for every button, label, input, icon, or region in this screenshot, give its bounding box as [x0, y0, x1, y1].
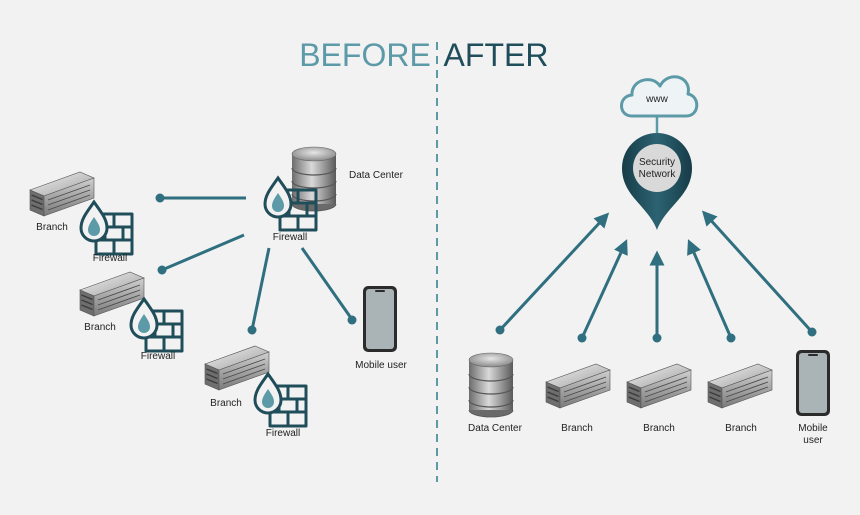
branch-3-server-icon: [204, 345, 270, 391]
branch-1-server-icon: [29, 171, 95, 217]
branch-2-firewall-label: Firewall: [141, 351, 175, 362]
after-mobile-label-line1: Mobile: [798, 423, 828, 434]
after-branch-3-server-icon: [707, 363, 773, 409]
data-center-label: Data Center: [349, 170, 404, 181]
branch-1-firewall-icon: [79, 200, 134, 256]
branch-2-server-icon: [79, 271, 145, 317]
after-mobile-label-line2: user: [803, 435, 823, 446]
after-data-center-label: Data Center: [468, 423, 523, 434]
branch-3-firewall-label: Firewall: [266, 428, 300, 439]
before-connectors: [155, 193, 357, 335]
before-mobile-phone-icon: [363, 286, 397, 352]
branch-2-label: Branch: [84, 322, 116, 333]
branch-2-firewall-icon: [129, 297, 184, 353]
connector-dot: [807, 327, 817, 337]
branch-1-firewall-label: Firewall: [93, 253, 127, 264]
after-mobile-phone-icon: [796, 350, 830, 416]
after-title: AFTER: [444, 37, 549, 73]
pin-label-line2: Network: [639, 169, 677, 180]
connector-dot: [347, 315, 357, 325]
before-mobile-label: Mobile user: [355, 360, 407, 371]
connector-dot: [726, 333, 736, 343]
after-branch-2-server-icon: [626, 363, 692, 409]
connector-dot: [652, 333, 662, 343]
connector-dot: [155, 193, 165, 203]
branch-3-label: Branch: [210, 398, 242, 409]
cloud-icon: [620, 75, 699, 118]
branch-1-label: Branch: [36, 222, 68, 233]
connector-dot: [577, 333, 587, 343]
after-branch-3-label: Branch: [725, 423, 757, 434]
before-title: BEFORE: [299, 37, 431, 73]
security-network-pin-icon: [622, 133, 692, 230]
pin-label-line1: Security: [639, 157, 675, 168]
connector-dot: [495, 325, 505, 335]
main-firewall-label: Firewall: [273, 232, 307, 243]
cloud-label: www: [645, 94, 668, 105]
connector-dot: [157, 265, 167, 275]
after-branch-1-server-icon: [545, 363, 611, 409]
after-branch-2-label: Branch: [643, 423, 675, 434]
after-data-center-database-icon: [468, 352, 514, 418]
branch-3-firewall-icon: [253, 372, 308, 428]
after-connectors: [495, 210, 817, 343]
connector-dot: [247, 325, 257, 335]
after-branch-1-label: Branch: [561, 423, 593, 434]
